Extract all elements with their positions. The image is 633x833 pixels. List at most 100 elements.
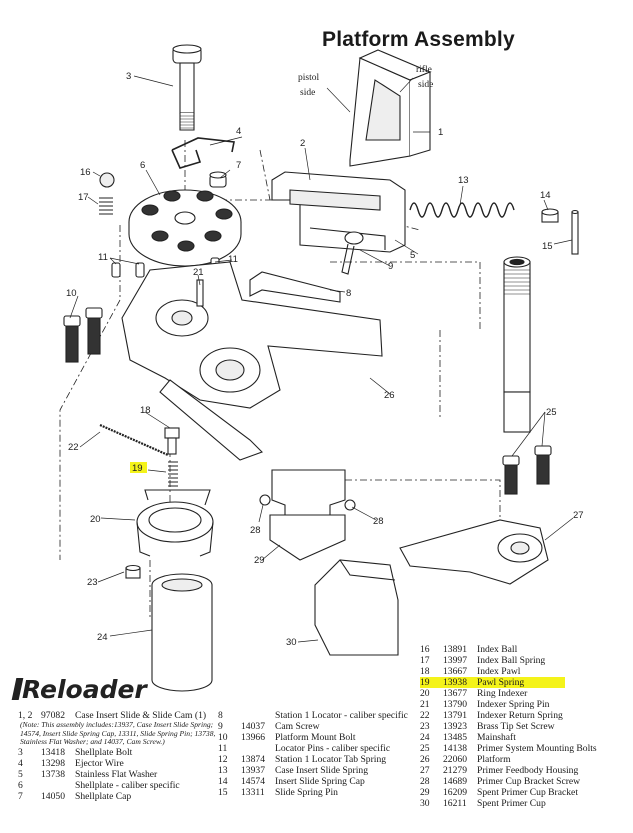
primer-feedbody-part xyxy=(399,519,549,585)
rifle-label: rifle xyxy=(416,64,432,75)
case-insert-slide-part xyxy=(349,49,432,167)
callout-8: 8 xyxy=(346,288,351,299)
indexer-return-spring-part xyxy=(99,423,169,457)
slide-spring-part xyxy=(409,202,515,218)
callout-13: 13 xyxy=(458,175,469,186)
callout-2: 2 xyxy=(300,138,305,149)
callout-18: 18 xyxy=(140,405,151,416)
platform-mount-bolts-part xyxy=(63,307,103,363)
callout-23: 23 xyxy=(87,577,98,588)
ring-indexer-part xyxy=(136,489,214,557)
callout-25: 25 xyxy=(546,407,557,418)
callout-5: 5 xyxy=(410,250,415,261)
slide-spring-pin-part xyxy=(571,209,579,255)
callout-21: 21 xyxy=(193,267,204,278)
callout-leaders xyxy=(69,75,574,643)
spring-cap-part xyxy=(541,208,559,223)
primer-cup-bracket-part xyxy=(269,469,346,561)
callout-19: 19 xyxy=(132,463,143,474)
reloader-logo: Reloader xyxy=(22,675,147,704)
shellplate-cap-part xyxy=(209,171,227,188)
callout-11b: 11 xyxy=(228,254,238,265)
rifle-side-label: side xyxy=(418,80,433,90)
shellplate-bolt-part xyxy=(172,44,202,131)
indexer-housing-part xyxy=(151,573,213,692)
callout-1: 1 xyxy=(438,127,443,138)
callout-28a: 28 xyxy=(250,525,261,536)
brass-set-screw-part xyxy=(125,564,141,579)
ejector-wire-part xyxy=(171,137,235,169)
callout-11a: 11 xyxy=(98,252,108,263)
primer-mounting-bolts-part xyxy=(502,445,552,495)
callout-9: 9 xyxy=(388,261,393,272)
callout-19-highlight xyxy=(130,462,147,473)
cam-screw-part xyxy=(341,231,364,275)
slide-cam-part xyxy=(271,171,406,253)
callout-29: 29 xyxy=(254,555,265,566)
callout-16: 16 xyxy=(80,167,91,178)
spent-primer-cup-part xyxy=(314,559,399,656)
platform-part xyxy=(121,261,383,461)
pistol-label: pistol xyxy=(298,73,319,83)
pistol-side-label: side xyxy=(300,88,315,98)
callout-26: 26 xyxy=(384,390,395,401)
callout-4: 4 xyxy=(236,126,241,137)
index-pawl-part xyxy=(164,427,180,455)
station-locator-part xyxy=(249,271,341,303)
callout-10: 10 xyxy=(66,288,77,299)
callout-20: 20 xyxy=(90,514,101,525)
callout-14: 14 xyxy=(540,190,551,201)
callout-27: 27 xyxy=(573,510,584,521)
callout-numbers: 1 2 3 4 5 6 7 8 9 10 11 11 12 13 14 15 1… xyxy=(66,64,584,648)
alignment-lines xyxy=(59,140,501,620)
pawl-spring-part xyxy=(168,461,178,487)
callout-7: 7 xyxy=(236,160,241,171)
callout-15: 15 xyxy=(542,241,553,252)
callout-17: 17 xyxy=(78,192,89,203)
callout-22: 22 xyxy=(68,442,79,453)
shellplate-part xyxy=(128,189,242,267)
legend-note: (Note: This assembly includes:13937, Cas… xyxy=(20,720,216,747)
index-ball-spring-part xyxy=(99,197,113,215)
callout-6: 6 xyxy=(140,160,145,171)
callout-30: 30 xyxy=(286,637,297,648)
mainshaft-part xyxy=(503,256,531,433)
callout-28b: 28 xyxy=(373,516,384,527)
page-title: Platform Assembly xyxy=(322,28,515,51)
bracket-screws-part xyxy=(259,494,356,511)
callout-24: 24 xyxy=(97,632,108,643)
callout-3: 3 xyxy=(126,71,131,82)
index-ball-part xyxy=(99,172,115,188)
